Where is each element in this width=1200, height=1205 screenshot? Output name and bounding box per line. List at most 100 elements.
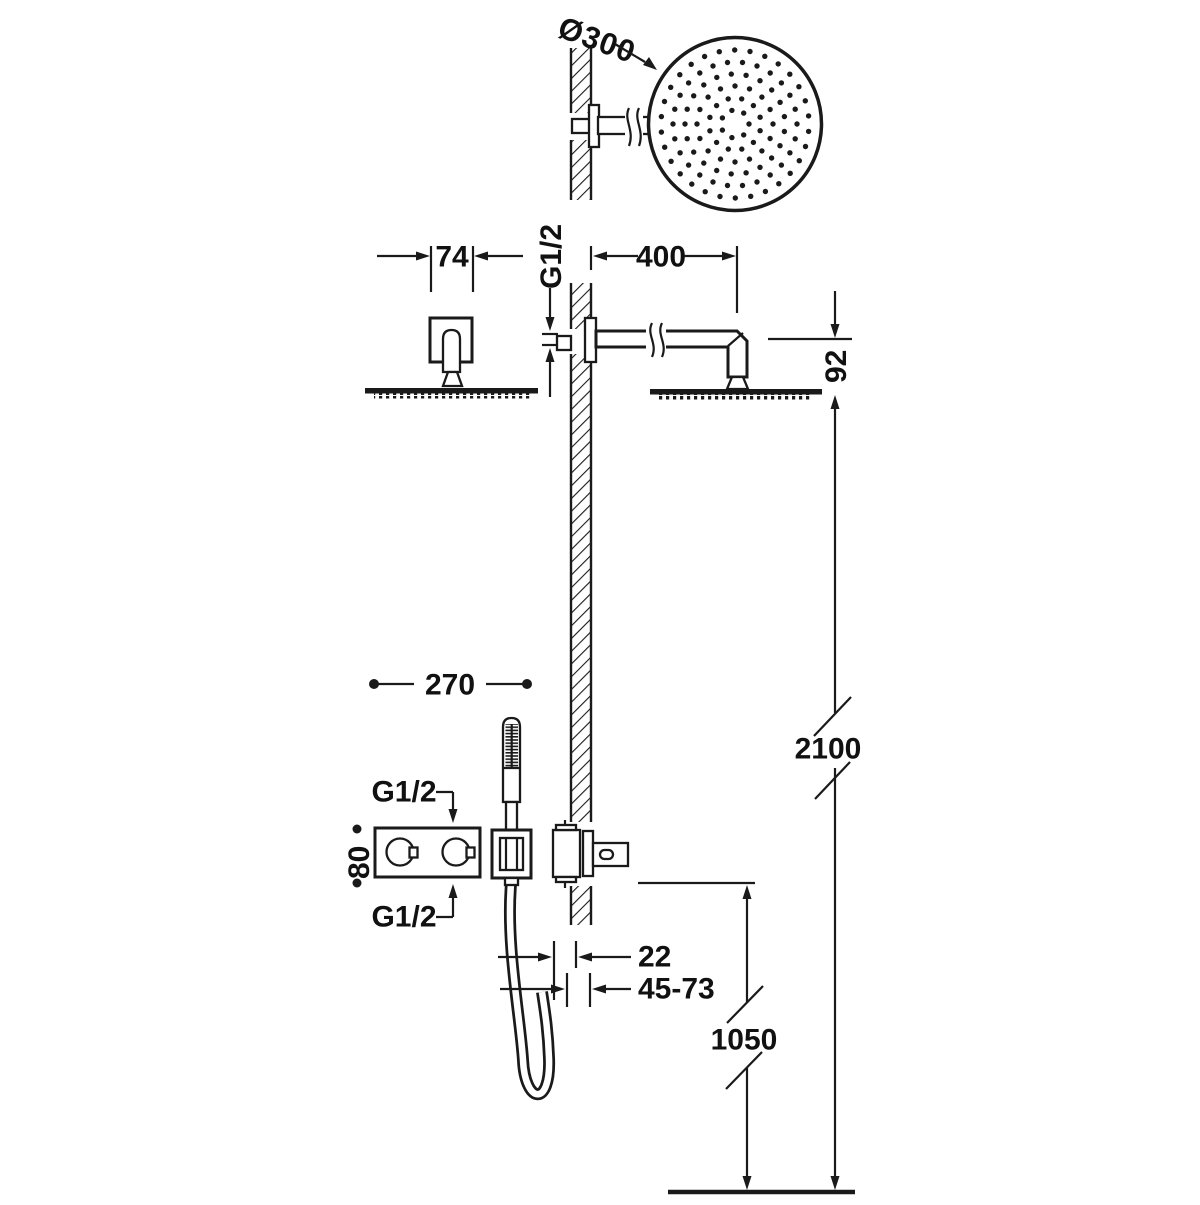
spray-dot <box>713 102 720 109</box>
spray-dot <box>728 71 734 77</box>
spray-dot <box>757 78 763 84</box>
dim-head-diameter-label: Ø300 <box>554 10 641 70</box>
spray-dot <box>714 74 720 81</box>
spray-dot <box>701 53 708 60</box>
spray-dot <box>697 172 703 178</box>
spray-dot <box>778 162 785 168</box>
spray-dot <box>719 127 726 133</box>
spray-dot <box>658 129 665 135</box>
head-nut-side <box>725 375 750 391</box>
spray-dot <box>672 136 678 142</box>
spray-dot <box>697 106 703 113</box>
spray-dot <box>746 86 753 92</box>
break-slash <box>813 696 852 737</box>
dim-80-label: 80 <box>343 846 376 879</box>
spray-dot <box>668 158 674 164</box>
spray-dot <box>741 110 747 116</box>
spray-dot <box>770 121 776 127</box>
dim-45-73: 45-73 <box>500 973 715 1007</box>
outlet-tab-bottom <box>554 875 578 884</box>
spray-dot <box>725 146 731 152</box>
spray-dot <box>775 61 781 67</box>
spray-dot <box>739 59 746 66</box>
spray-dot <box>668 84 674 91</box>
label-g12-mixer-top: G1/2 <box>371 776 458 823</box>
spray-dot <box>717 193 723 200</box>
spray-nozzle-dots <box>658 47 812 201</box>
spray-dot <box>787 170 793 176</box>
spray-dot <box>732 83 738 89</box>
handshower-hose-core <box>506 883 553 1098</box>
spray-dot <box>739 96 745 102</box>
spray-dot <box>746 121 752 127</box>
break-slash <box>814 761 851 800</box>
front-view-arm <box>365 316 538 399</box>
spray-dot <box>688 61 694 67</box>
dim-270-label: 270 <box>425 669 475 702</box>
spray-dot <box>717 86 724 92</box>
spray-dot <box>759 94 765 100</box>
spray-dot <box>741 132 747 138</box>
spray-dot <box>776 181 782 187</box>
spray-dot <box>802 143 809 150</box>
spray-dot <box>792 136 798 142</box>
spray-dot <box>689 181 695 187</box>
spray-dot <box>747 48 753 55</box>
spray-dot <box>767 172 773 178</box>
spray-dot <box>707 114 713 121</box>
spray-dot <box>739 182 746 189</box>
spray-dot <box>777 143 783 149</box>
dim-g12-arm: G1/2 <box>535 224 568 397</box>
spray-dot <box>725 96 731 102</box>
rain-head-circle <box>646 35 824 213</box>
dim-1050-label: 1050 <box>711 1024 778 1057</box>
spray-dot <box>729 107 735 114</box>
dim-74-label: 74 <box>435 241 469 274</box>
spray-dot <box>759 148 765 154</box>
spray-dot <box>705 94 711 100</box>
spray-dot <box>748 193 754 199</box>
thermostatic-mixer-front <box>373 826 482 879</box>
leader-line <box>614 43 646 63</box>
spray-dot <box>787 71 793 77</box>
hose-connector <box>503 876 520 887</box>
spray-dot <box>802 98 808 104</box>
spray-dot <box>697 135 703 142</box>
dim-80: 80 <box>343 824 376 888</box>
spray-dot <box>685 80 692 86</box>
mixer-knob-right-tab <box>465 846 476 859</box>
spray-dot <box>682 121 688 127</box>
shower-arm-side <box>594 329 749 379</box>
spray-dot <box>728 171 734 177</box>
head-nozzles-front <box>374 393 530 399</box>
spray-dot <box>805 113 812 119</box>
spray-dot <box>707 128 713 134</box>
side-view-arm <box>555 316 822 400</box>
spray-dot <box>714 167 720 174</box>
spray-dot <box>694 121 700 127</box>
break-slash <box>726 985 764 1024</box>
spray-dot <box>717 156 724 162</box>
spray-dot <box>684 136 690 142</box>
dim-74: 74 <box>377 241 523 292</box>
dim-400: 400 <box>589 241 739 313</box>
dim-2100: 2100 <box>795 407 861 1190</box>
top-view-rain-head: Ø300 <box>554 10 824 213</box>
mixer-thread-bottom-label: G1/2 <box>371 901 436 934</box>
spray-dot <box>705 148 711 154</box>
spray-dot <box>729 134 735 141</box>
dim-270: 270 <box>369 669 532 702</box>
head-nozzles-side <box>658 394 812 400</box>
spray-dot <box>697 70 703 76</box>
spray-dot <box>677 150 683 156</box>
handshower-neck <box>504 800 519 834</box>
spray-dot <box>732 47 738 53</box>
spray-dot <box>777 99 783 106</box>
spray-dot <box>757 114 763 120</box>
spray-dot <box>796 158 802 164</box>
outlet-flange <box>581 829 595 878</box>
spray-dot <box>743 170 749 176</box>
spray-dot <box>787 92 793 98</box>
